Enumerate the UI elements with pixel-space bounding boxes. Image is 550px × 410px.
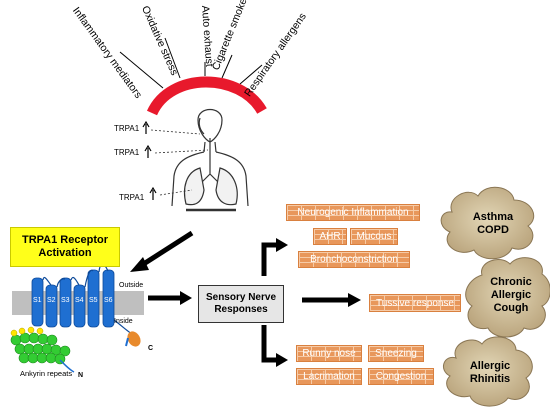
- response-mucous: Mucous: [350, 228, 398, 245]
- membrane-outside-label: Outside: [119, 282, 144, 289]
- segment-s5: S5: [89, 297, 98, 304]
- trpa1-pointers: [150, 129, 209, 196]
- segment-s6: S6: [104, 297, 113, 304]
- ankyrin-yellow-dots: [10, 326, 44, 337]
- segment-s4: S4: [75, 297, 84, 304]
- c-terminus-label: C: [148, 345, 154, 352]
- disease-rhinitis: Rhinitis: [469, 373, 511, 385]
- sensory-nerve-box: Sensory Nerve Responses: [198, 285, 284, 323]
- sensory-box-line2: Responses: [214, 304, 268, 315]
- flow-arrowheads: [130, 238, 361, 367]
- response-ahr: AHR: [313, 228, 347, 245]
- segment-s2: S2: [47, 297, 56, 304]
- disease-allergic-rhinitis: Allergic Rhinitis: [452, 360, 528, 386]
- disease-chronic: Chronic: [490, 276, 532, 288]
- convergence-arc: [146, 76, 267, 116]
- response-tussive: Tussive response: [369, 294, 461, 312]
- flow-arrows: [140, 230, 350, 363]
- segment-s1: S1: [33, 297, 42, 304]
- segment-s3: S3: [61, 297, 70, 304]
- n-terminus-label: N: [78, 372, 84, 379]
- trpa1-label-middle: TRPA1: [114, 148, 140, 157]
- ankyrin-repeats: [10, 332, 71, 365]
- receptor-box-line2: Activation: [38, 247, 92, 259]
- response-sneezing: Sneezing: [368, 345, 424, 362]
- sensory-box-line1: Sensory Nerve: [205, 292, 277, 303]
- transmembrane-helices: [31, 269, 115, 328]
- disease-allergic-2: Allergic: [469, 360, 511, 372]
- membrane-inside-label: Inside: [114, 318, 133, 325]
- response-bronchoconstriction: Bronchoconstriction: [298, 251, 410, 268]
- receptor-activation-box: TRPA1 Receptor Activation: [10, 227, 120, 267]
- response-neurogenic-inflammation: Neurogenic Inflammation: [286, 204, 420, 221]
- trpa1-label-lower: TRPA1: [119, 193, 145, 202]
- trpa1-label-upper: TRPA1: [114, 124, 140, 133]
- disease-allergic: Allergic: [490, 289, 532, 301]
- disease-asthma: Asthma: [472, 211, 514, 223]
- response-congestion: Congestion: [368, 368, 434, 385]
- human-lungs-figure: [171, 108, 249, 212]
- receptor-box-line1: TRPA1 Receptor: [22, 234, 108, 246]
- cloud-cough: [465, 257, 550, 338]
- ankyrin-repeats-label: Ankyrin repeats: [20, 369, 73, 378]
- disease-cough: Cough: [493, 302, 529, 314]
- disease-copd: COPD: [477, 224, 509, 236]
- response-lacrimation: Lacrimation: [296, 368, 362, 385]
- trpa1-up-arrows: [142, 120, 157, 200]
- stimulus-lines: [119, 37, 263, 89]
- disease-asthma-copd: Asthma COPD: [458, 211, 528, 237]
- disease-chronic-allergic-cough: Chronic Allergic Cough: [475, 276, 547, 315]
- cloud-rhinitis: [442, 336, 533, 407]
- c-terminus: [125, 331, 141, 347]
- response-runny-nose: Runny nose: [296, 345, 362, 362]
- cloud-asthma: [440, 186, 535, 260]
- n-terminus-tail: [59, 359, 75, 373]
